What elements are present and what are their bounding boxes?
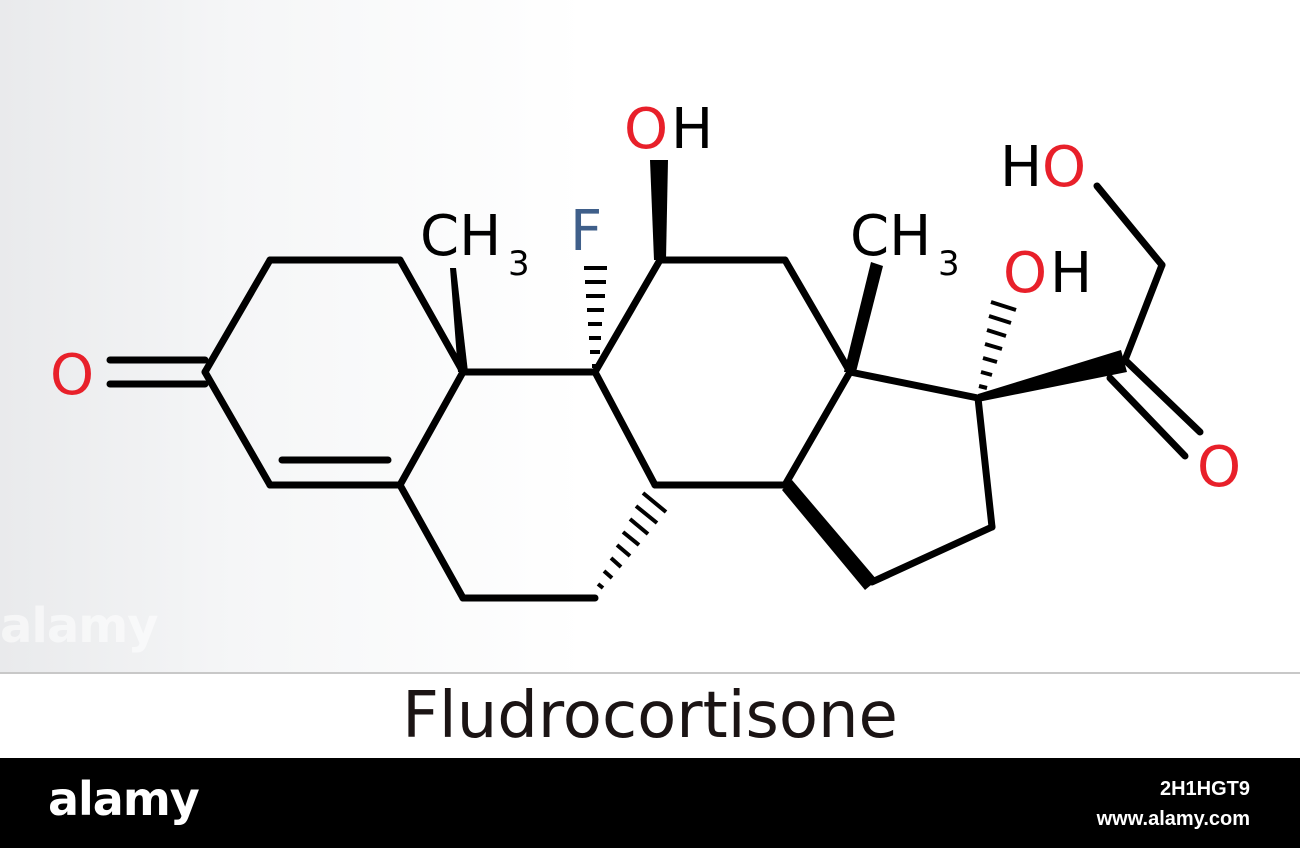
ketone-oxygen-label: O: [50, 343, 94, 408]
brand-logo: alamy: [48, 772, 200, 826]
molecule-name: Fludrocortisone: [402, 679, 898, 753]
svg-text:O: O: [1003, 241, 1047, 306]
wedge-c17-chain: [978, 350, 1127, 402]
diagram-canvas: alamy: [0, 0, 1300, 672]
carbonyl-oxygen-label: O: [1197, 435, 1241, 500]
svg-text:H: H: [671, 97, 713, 162]
ring-c: [591, 256, 854, 489]
side-chain: [1093, 182, 1204, 460]
fluorine-label: F: [570, 199, 602, 264]
image-id: 2H1HGT9: [1159, 778, 1250, 800]
methyl-c10-label: CH 3: [420, 204, 530, 284]
ketone-bond: [106, 356, 209, 388]
site-url: www.alamy.com: [1096, 808, 1250, 830]
svg-text:H: H: [1050, 241, 1092, 306]
svg-text:3: 3: [508, 244, 530, 284]
hash-c9-f: [584, 266, 607, 368]
ring-d: [846, 368, 996, 586]
svg-text:CH: CH: [850, 204, 931, 269]
methyl-c13-label: CH 3: [850, 204, 960, 284]
molecule-structure: O F O H CH 3 CH 3 O H H O O: [50, 97, 1241, 602]
svg-text:3: 3: [938, 244, 960, 284]
wedge-c13-methyl: [844, 262, 883, 372]
ring-a: [201, 256, 467, 489]
hash-c8-h: [596, 491, 668, 590]
wedge-c10-methyl: [450, 268, 468, 372]
hydroxyl-17-label: O H: [1003, 241, 1092, 306]
svg-text:O: O: [1042, 135, 1086, 200]
svg-text:H: H: [1000, 135, 1042, 200]
svg-text:O: O: [624, 97, 668, 162]
ring-b: [396, 368, 659, 602]
wedge-c14-h: [782, 480, 877, 590]
hydroxyl-11-label: O H: [624, 97, 713, 162]
wedge-c11-oh: [650, 160, 668, 260]
hash-c17-oh: [978, 300, 1017, 390]
footer-bar: alamy 2H1HGT9 www.alamy.com: [0, 758, 1300, 848]
hydroxymethyl-label: H O: [1000, 135, 1086, 200]
divider: [0, 672, 1300, 674]
watermark: alamy: [0, 598, 159, 654]
svg-text:CH: CH: [420, 204, 501, 269]
